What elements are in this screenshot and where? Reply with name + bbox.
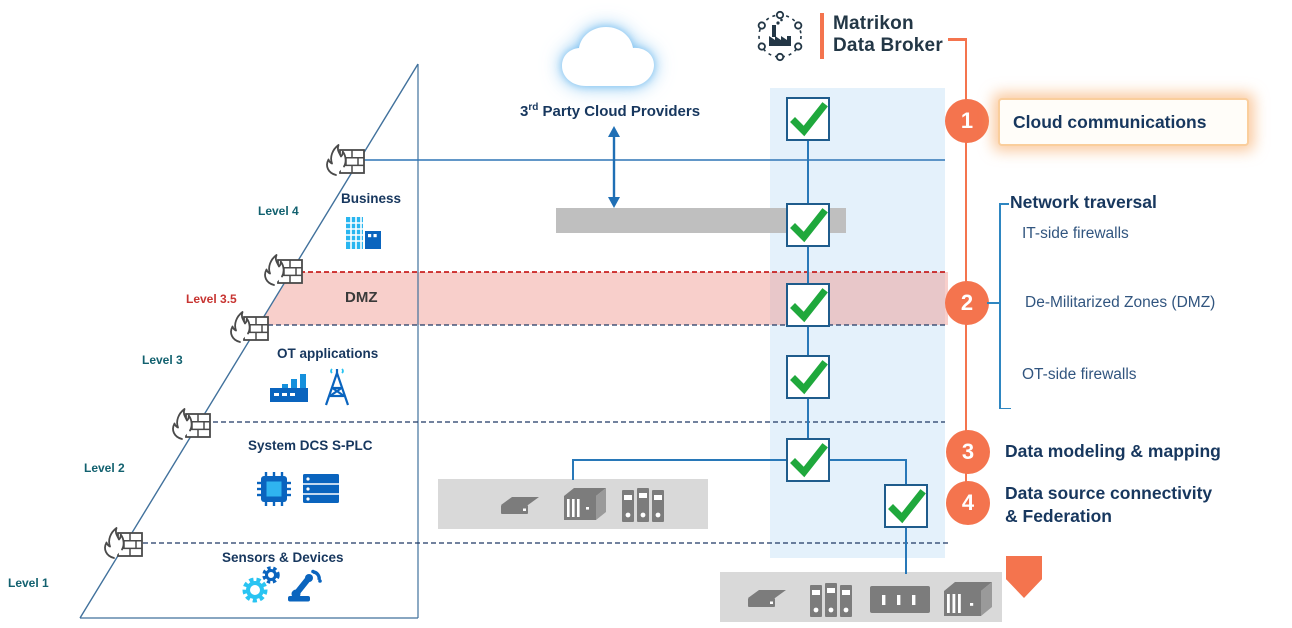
bottom-server-tower-icon bbox=[942, 580, 994, 623]
cloud-icon bbox=[548, 16, 680, 105]
ot-side-firewalls-label: OT-side firewalls bbox=[1022, 366, 1137, 383]
bottom-plc-icon bbox=[870, 586, 930, 619]
mid-server-tower-icon bbox=[562, 486, 608, 529]
mid-binders-icon bbox=[622, 488, 666, 527]
zone-system-dcs-label: System DCS S-PLC bbox=[248, 438, 373, 453]
annotation-3-badge: 3 bbox=[946, 430, 990, 474]
dmz-zones-label: De-Militarized Zones (DMZ) bbox=[1025, 294, 1216, 311]
bottom-binders-icon bbox=[810, 583, 854, 622]
level-3-label: Level 3 bbox=[142, 353, 183, 367]
brand-line-1: Matrikon bbox=[833, 13, 914, 34]
checkbox-data-source[interactable] bbox=[884, 484, 928, 528]
checkbox-cloud-communications[interactable] bbox=[786, 97, 830, 141]
zone-dmz-label: DMZ bbox=[345, 289, 378, 306]
firewall-icon-level4 bbox=[322, 141, 368, 186]
bottom-appliance-icon bbox=[744, 586, 790, 615]
cloud-providers-label: 3rd Party Cloud Providers bbox=[520, 102, 701, 120]
annotation-connector-line bbox=[964, 38, 967, 503]
zone-business-label: Business bbox=[341, 191, 402, 206]
data-source-label-line1: Data source connectivity bbox=[1005, 483, 1213, 503]
dcs-server-icon bbox=[303, 474, 341, 509]
annotation-4-badge: 4 bbox=[946, 481, 990, 525]
network-traversal-heading: Network traversal bbox=[1010, 192, 1157, 212]
checkbox-it-firewall[interactable] bbox=[786, 203, 830, 247]
zone-ot-applications-label: OT applications bbox=[277, 346, 379, 361]
level-2-label: Level 2 bbox=[84, 461, 125, 475]
ot-transmission-tower-icon bbox=[322, 367, 352, 412]
level-3-5-label: Level 3.5 bbox=[186, 292, 237, 306]
bracket-top-tick bbox=[999, 203, 1009, 205]
data-modeling-label: Data modeling & mapping bbox=[1005, 441, 1221, 461]
bracket-bottom-tick bbox=[999, 407, 1011, 409]
data-source-label-line2: & Federation bbox=[1005, 506, 1112, 526]
annotation-connector-stub bbox=[948, 38, 966, 41]
level-1-label: Level 1 bbox=[8, 576, 49, 590]
checkbox-dmz[interactable] bbox=[786, 283, 830, 327]
business-buildings-icon bbox=[340, 215, 388, 256]
level-4-label: Level 4 bbox=[258, 204, 299, 218]
brand-line-2: Data Broker bbox=[833, 35, 943, 56]
sensors-gears-icon bbox=[241, 563, 283, 610]
annotation-1-badge: 1 bbox=[945, 99, 989, 143]
cloud-communications-label: Cloud communications bbox=[1013, 111, 1207, 132]
annotation-2-badge: 2 bbox=[945, 281, 989, 325]
logo-divider bbox=[820, 13, 824, 59]
brand-name: Matrikon Data Broker bbox=[833, 13, 943, 57]
it-side-firewalls-label: IT-side firewalls bbox=[1022, 225, 1129, 242]
firewall-icon-ot-side bbox=[226, 308, 272, 353]
network-traversal-bracket bbox=[999, 203, 1001, 409]
sensors-robot-arm-icon bbox=[286, 568, 322, 609]
checkbox-ot-firewall[interactable] bbox=[786, 355, 830, 399]
checkbox-data-modeling[interactable] bbox=[786, 438, 830, 482]
mid-appliance-icon bbox=[497, 493, 543, 522]
bracket-mid-tick bbox=[987, 302, 1000, 304]
firewall-icon-it-side bbox=[260, 251, 306, 296]
zone-sensors-devices-label: Sensors & Devices bbox=[222, 550, 344, 565]
matrikon-logo-icon bbox=[752, 8, 808, 69]
dcs-chip-icon bbox=[253, 472, 295, 511]
cloud-communications-callout: Cloud communications bbox=[1000, 100, 1247, 144]
dmz-band bbox=[259, 272, 948, 325]
ot-factory-icon bbox=[270, 370, 312, 409]
firewall-icon-level3-boundary bbox=[168, 405, 214, 450]
firewall-icon-level2-boundary bbox=[100, 524, 146, 569]
